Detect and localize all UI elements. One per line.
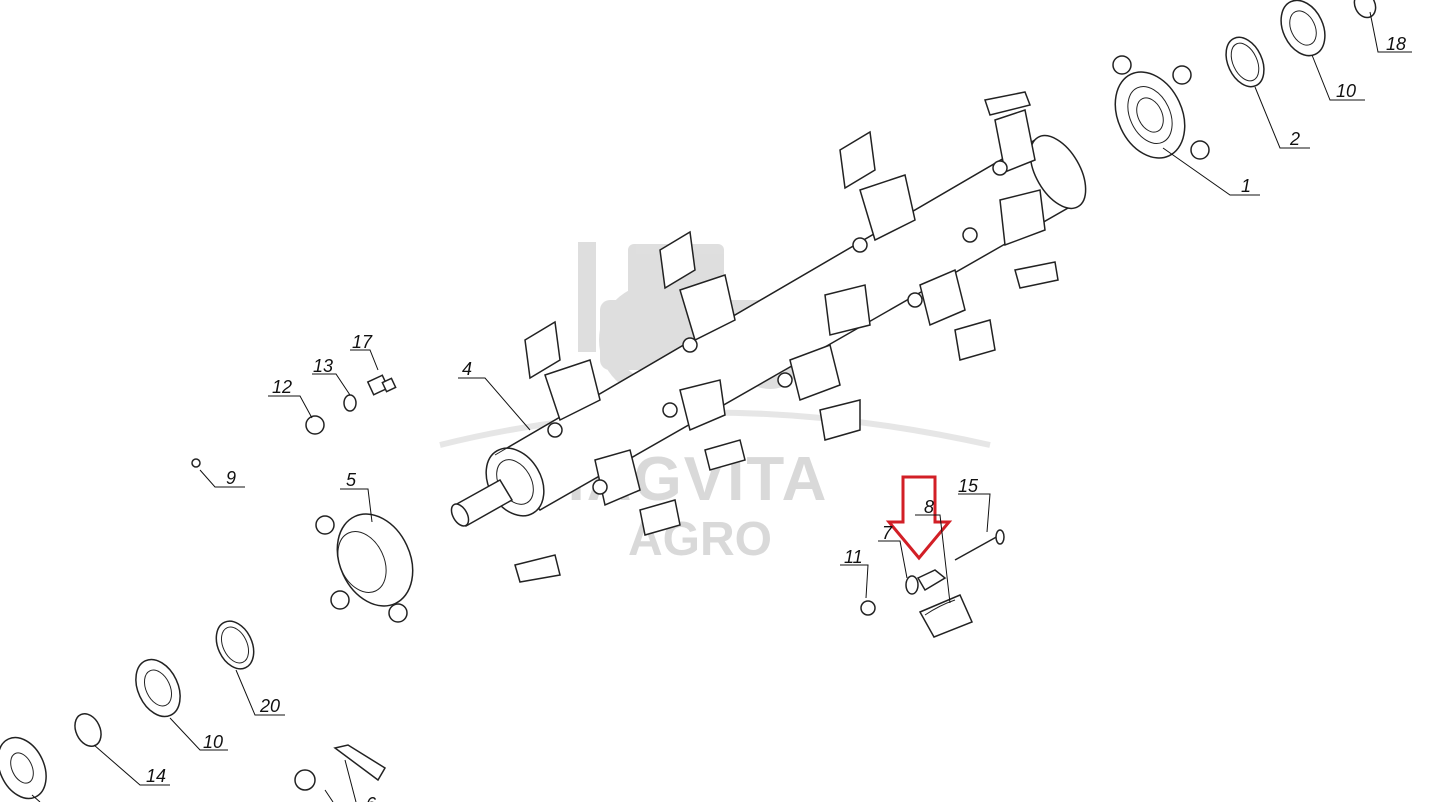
flail-bracket [524, 320, 601, 438]
callout-18: 18 [1386, 34, 1406, 54]
callout-8: 8 [924, 497, 934, 517]
callout-13: 13 [313, 356, 333, 376]
bolt-17 [366, 374, 397, 396]
callout-20: 20 [259, 696, 280, 716]
callout-4: 4 [462, 359, 472, 379]
callout-10a: 10 [1336, 81, 1356, 101]
flail-bracket [662, 379, 746, 471]
washer-13 [343, 394, 357, 412]
left-seal-ring [215, 620, 255, 670]
grease-nipple-9 [191, 458, 201, 468]
flail-bracket [839, 130, 916, 253]
left-circlip [74, 713, 102, 747]
flail-bracket [777, 284, 871, 441]
link-6 [294, 744, 387, 791]
callout-2: 2 [1289, 129, 1300, 149]
callout-5: 5 [346, 470, 357, 490]
callout-11: 11 [844, 547, 863, 567]
flail-bracket [907, 268, 996, 361]
callout-labels: 1 2 10 18 4 17 13 12 9 5 15 8 7 11 20 10… [146, 34, 1406, 802]
callout-17: 17 [352, 332, 373, 352]
callout-14: 14 [146, 766, 166, 786]
callout-7: 7 [882, 523, 893, 543]
right-seal-ring [1225, 36, 1265, 88]
flail-blade-8 [918, 594, 974, 638]
flail-bracket [659, 230, 736, 353]
callout-6: 6 [366, 794, 377, 802]
nut-12 [305, 415, 325, 435]
highlight-arrow [885, 475, 953, 561]
bolt-7 [905, 569, 947, 595]
watermark: HAGVITA AGRO [439, 242, 991, 566]
rotor-shaft [450, 134, 1087, 528]
callout-9: 9 [226, 468, 236, 488]
flail-brackets [514, 91, 1059, 583]
leader-lines [31, 11, 1412, 802]
left-end-cap [0, 736, 47, 800]
nut-11 [860, 600, 876, 616]
callout-15: 15 [958, 476, 979, 496]
callout-10b: 10 [203, 732, 223, 752]
flail-bracket [984, 91, 1036, 176]
right-bearing [1280, 0, 1326, 57]
flail-bracket [962, 189, 1059, 289]
right-bearing-housing [1112, 55, 1210, 160]
callout-12: 12 [272, 377, 292, 397]
left-flange-housing [315, 513, 414, 623]
right-circlip [1353, 0, 1377, 19]
flail-bracket [514, 449, 681, 583]
pin-15 [954, 529, 1005, 561]
left-bearing [135, 658, 181, 718]
callout-1: 1 [1241, 176, 1251, 196]
